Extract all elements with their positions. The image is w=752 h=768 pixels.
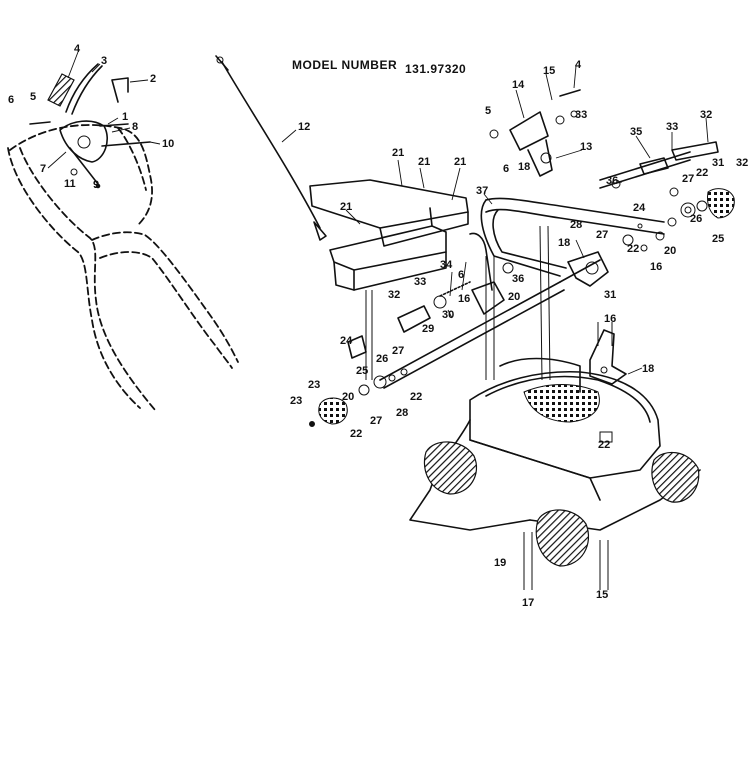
callout-22-mid: 22 (627, 243, 639, 255)
callout-15-top: 15 (543, 65, 555, 77)
callout-6: 6 (8, 94, 14, 106)
callout-32-right: 32 (736, 157, 748, 169)
callout-5-top: 5 (485, 105, 491, 117)
callout-31: 31 (712, 157, 724, 169)
handle-assembly (7, 124, 239, 411)
center-axle-cluster: 34 6 36 20 16 33 32 30 29 18 31 24 26 27… (290, 237, 616, 440)
callout-25-right: 25 (712, 233, 724, 245)
callout-24-right: 24 (633, 202, 646, 214)
callout-1: 1 (122, 111, 128, 123)
callout-20-mid: 20 (508, 291, 520, 303)
callout-7: 7 (40, 163, 46, 175)
model-number-value: 131.97320 (405, 62, 466, 76)
front-left-wheel-icon (535, 509, 590, 567)
model-number-label: MODEL NUMBER (292, 58, 397, 72)
right-wheel-icon (707, 188, 735, 219)
control-cable: 12 (215, 55, 327, 241)
mower-deck: 22 19 17 15 (409, 357, 701, 609)
callout-22-left: 22 (410, 391, 422, 403)
callout-3: 3 (101, 55, 107, 67)
rear-right-wheel-icon (651, 451, 700, 503)
model-header: MODEL NUMBER 131.97320 (292, 58, 466, 76)
callout-22-low: 22 (350, 428, 362, 440)
callout-18-mid: 18 (558, 237, 570, 249)
callout-26-right: 26 (690, 213, 702, 225)
handle-labels: 4 3 2 6 5 1 8 10 7 11 9 (8, 43, 174, 191)
callout-15-bottom: 15 (596, 589, 608, 601)
callout-36-mid: 36 (512, 273, 524, 285)
callout-2: 2 (150, 73, 156, 85)
callout-21-c: 21 (454, 156, 466, 168)
callout-16-mid: 16 (458, 293, 470, 305)
callout-4-top: 4 (575, 59, 582, 71)
callout-36: 36 (606, 175, 618, 187)
callout-12-cable: 12 (298, 121, 310, 133)
bracket-cluster: 14 15 4 5 33 13 6 18 (485, 59, 592, 177)
height-adjuster: 16 18 (589, 313, 654, 385)
callout-20-left: 20 (342, 391, 354, 403)
callout-28-left: 28 (396, 407, 408, 419)
callout-8: 8 (132, 121, 138, 133)
callout-16-low: 16 (604, 313, 616, 325)
callout-26-left: 26 (376, 353, 388, 365)
callout-27-low: 27 (370, 415, 382, 427)
callout-22-right: 22 (696, 167, 708, 179)
callout-11: 11 (64, 178, 76, 190)
callout-37: 37 (476, 185, 488, 197)
callout-9: 9 (93, 179, 99, 191)
handle-leaders (47, 51, 161, 169)
callout-18-low: 18 (642, 363, 654, 375)
callout-13: 13 (580, 141, 592, 153)
callout-29: 29 (422, 323, 434, 335)
callout-23-a: 23 (308, 379, 320, 391)
shield-housing: 21 21 21 21 (309, 147, 469, 380)
callout-32-top: 32 (700, 109, 712, 121)
callout-31-mid: 31 (604, 289, 616, 301)
callout-5: 5 (30, 91, 36, 103)
callout-21-a: 21 (392, 147, 404, 159)
callout-19: 19 (494, 557, 506, 569)
callout-33: 33 (666, 121, 678, 133)
callout-20-right: 20 (664, 245, 676, 257)
callout-22-deck: 22 (598, 439, 610, 451)
callout-30: 30 (442, 309, 454, 321)
callout-23-b: 23 (290, 395, 302, 407)
callout-27-mid: 27 (596, 229, 608, 241)
callout-24-left: 24 (340, 335, 353, 347)
callout-33-mid: 33 (414, 276, 426, 288)
rear-left-wheel-icon (423, 441, 478, 495)
callout-4: 4 (74, 43, 81, 55)
left-wheel-icon (318, 397, 348, 425)
callout-21-d: 21 (340, 201, 352, 213)
right-axle-cluster: 35 33 32 32 31 22 27 36 24 28 27 26 25 2… (570, 109, 748, 273)
callout-28: 28 (570, 219, 582, 231)
callout-6-top: 6 (503, 163, 509, 175)
callout-27-left: 27 (392, 345, 404, 357)
callout-17: 17 (522, 597, 534, 609)
callout-35: 35 (630, 126, 642, 138)
callout-6-mid: 6 (458, 269, 464, 281)
handle-parts-cluster (29, 63, 151, 189)
callout-18-top: 18 (518, 161, 530, 173)
callout-27-right: 27 (682, 173, 694, 185)
callout-14: 14 (512, 79, 525, 91)
callout-21-b: 21 (418, 156, 430, 168)
callout-16-right: 16 (650, 261, 662, 273)
callout-34: 34 (440, 259, 453, 271)
grip-icon (47, 73, 75, 107)
callout-25-left: 25 (356, 365, 368, 377)
tube-frame: 37 (469, 185, 665, 381)
callout-32-mid: 32 (388, 289, 400, 301)
callout-10: 10 (162, 138, 174, 150)
callout-33-top: 33 (575, 109, 587, 121)
